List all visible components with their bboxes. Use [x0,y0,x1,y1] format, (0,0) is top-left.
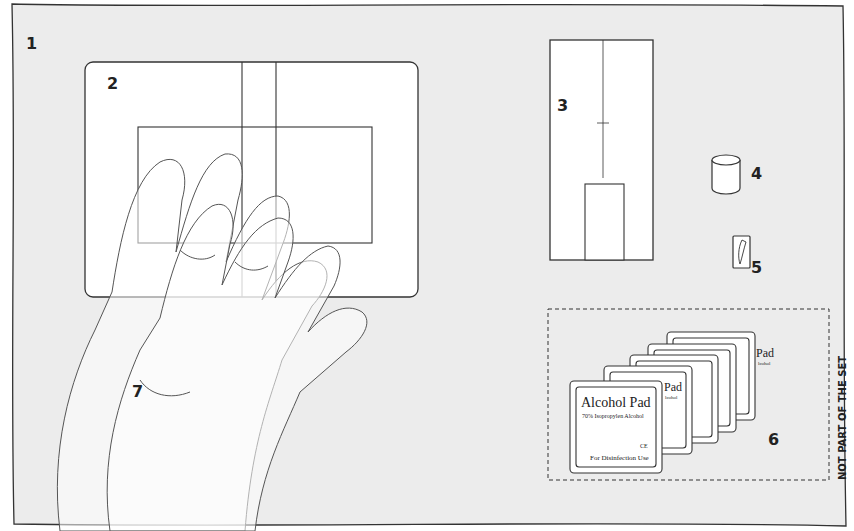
pad-title: Alcohol Pad [581,396,651,410]
side-note: NOT PART OF THE SET [838,356,848,480]
pad-text: 70% Isopropylen Alcohol [582,413,644,419]
compress [550,40,653,260]
pad-text: For Disinfection Use [590,455,649,462]
callout-number: 7 [132,384,143,400]
callout-number: 2 [107,76,118,92]
pad-text: lcohol [758,361,771,366]
gloves [57,154,367,531]
alcohol-pads [570,332,755,473]
callout-number: 1 [26,36,37,52]
pad-text: lcohol [665,395,678,400]
callout-number: 5 [751,260,762,276]
pad-title: Pad [664,381,682,393]
pad-text: CE [640,443,648,449]
pad-title: Pad [756,347,774,359]
callout-number: 4 [751,166,762,182]
small-pouch [733,236,750,268]
callout-number: 6 [768,432,779,448]
callout-number: 3 [557,98,568,114]
